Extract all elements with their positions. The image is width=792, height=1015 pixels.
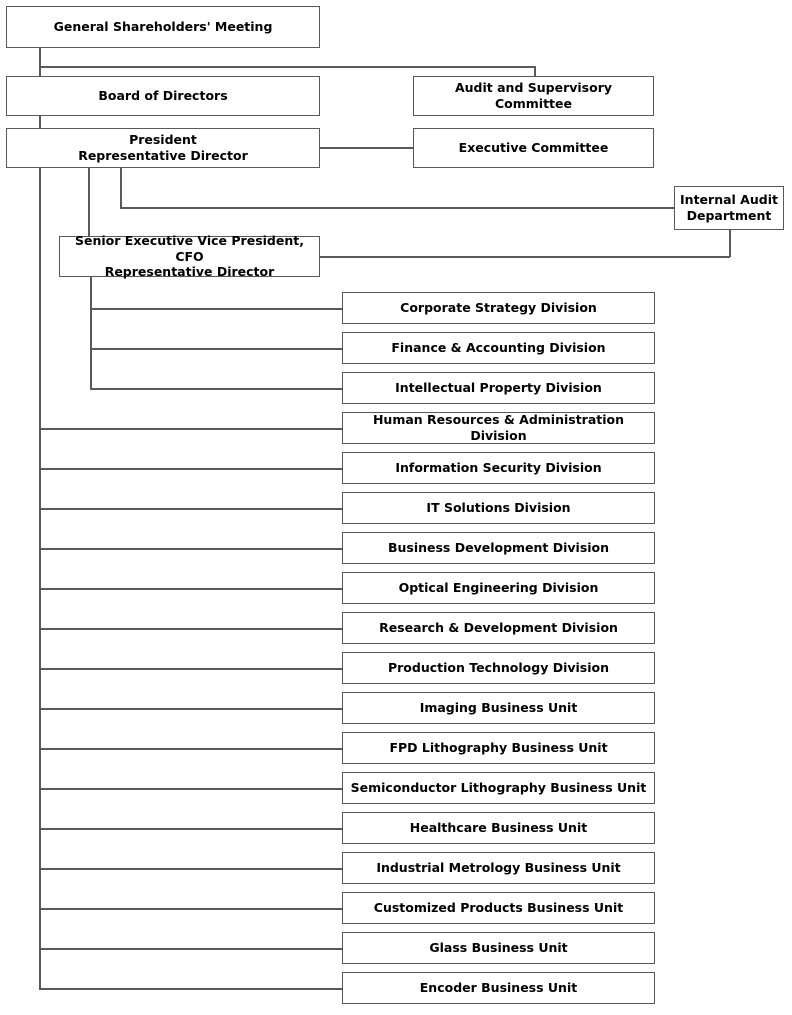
org-node-imaging-business-unit[interactable]: Imaging Business Unit	[342, 692, 655, 724]
org-node-label: Human Resources & Administration Divisio…	[372, 412, 625, 443]
connector-president-to-internal-audit-horizontal	[120, 207, 674, 209]
org-node-president-representative-director[interactable]: President Representative Director	[6, 128, 320, 168]
org-node-label: Business Development Division	[387, 540, 610, 556]
org-node-research-development-division[interactable]: Research & Development Division	[342, 612, 655, 644]
org-node-label: Audit and Supervisory Committee	[454, 80, 613, 111]
org-node-human-resources-administration-division[interactable]: Human Resources & Administration Divisio…	[342, 412, 655, 444]
org-node-label: Optical Engineering Division	[398, 580, 599, 596]
connector-president-to-internal-audit-drop	[120, 168, 122, 208]
org-node-label: Executive Committee	[458, 140, 609, 156]
connector-cfo-branch-trunk	[90, 277, 92, 389]
org-node-optical-engineering-division[interactable]: Optical Engineering Division	[342, 572, 655, 604]
org-node-label: Senior Executive Vice President, CFO Rep…	[75, 233, 304, 280]
org-node-label: Corporate Strategy Division	[400, 300, 597, 316]
org-node-encoder-business-unit[interactable]: Encoder Business Unit	[342, 972, 655, 1004]
org-node-label: Healthcare Business Unit	[409, 820, 588, 836]
connector-president-to-cfo-drop	[88, 168, 90, 236]
org-node-general-shareholders-meeting[interactable]: General Shareholders' Meeting	[6, 6, 320, 48]
connector-cfo-to-corporate-strategy	[90, 308, 342, 310]
org-node-label: Finance & Accounting Division	[391, 340, 606, 356]
connector-internal-audit-down	[729, 230, 731, 257]
org-node-industrial-metrology-business-unit[interactable]: Industrial Metrology Business Unit	[342, 852, 655, 884]
org-node-label: Internal Audit Department	[680, 192, 778, 223]
org-node-label: Customized Products Business Unit	[373, 900, 624, 916]
org-node-customized-products-business-unit[interactable]: Customized Products Business Unit	[342, 892, 655, 924]
org-node-board-of-directors[interactable]: Board of Directors	[6, 76, 320, 116]
org-node-finance-accounting-division[interactable]: Finance & Accounting Division	[342, 332, 655, 364]
connector-internal-audit-to-cfo-horizontal	[320, 256, 730, 258]
org-node-glass-business-unit[interactable]: Glass Business Unit	[342, 932, 655, 964]
org-node-executive-committee[interactable]: Executive Committee	[413, 128, 654, 168]
org-node-label: Intellectual Property Division	[395, 380, 602, 396]
connector-trunk-to-encoder	[39, 988, 342, 990]
connector-board-to-president-drop	[39, 116, 41, 128]
org-node-label: Semiconductor Lithography Business Unit	[350, 780, 647, 796]
org-node-label: Board of Directors	[98, 88, 228, 104]
connector-trunk-to-human-resources	[39, 428, 342, 430]
org-node-information-security-division[interactable]: Information Security Division	[342, 452, 655, 484]
org-node-label: Information Security Division	[395, 460, 602, 476]
connector-trunk-to-production-technology	[39, 668, 342, 670]
org-node-audit-and-supervisory-committee[interactable]: Audit and Supervisory Committee	[413, 76, 654, 116]
org-node-corporate-strategy-division[interactable]: Corporate Strategy Division	[342, 292, 655, 324]
org-node-production-technology-division[interactable]: Production Technology Division	[342, 652, 655, 684]
org-node-internal-audit-department[interactable]: Internal Audit Department	[674, 186, 784, 230]
connector-gsm-to-board-drop	[39, 48, 41, 76]
org-node-label: Industrial Metrology Business Unit	[376, 860, 621, 876]
org-node-label: President Representative Director	[78, 132, 248, 163]
org-node-it-solutions-division[interactable]: IT Solutions Division	[342, 492, 655, 524]
connector-trunk-to-imaging	[39, 708, 342, 710]
org-node-semiconductor-lithography-business-unit[interactable]: Semiconductor Lithography Business Unit	[342, 772, 655, 804]
org-node-fpd-lithography-business-unit[interactable]: FPD Lithography Business Unit	[342, 732, 655, 764]
connector-audit-committee-drop	[534, 66, 536, 76]
org-node-label: Production Technology Division	[387, 660, 610, 676]
org-node-intellectual-property-division[interactable]: Intellectual Property Division	[342, 372, 655, 404]
org-node-label: IT Solutions Division	[426, 500, 571, 516]
connector-trunk-to-semiconductor-lithography	[39, 788, 342, 790]
connector-trunk-to-information-security	[39, 468, 342, 470]
org-node-label: Glass Business Unit	[429, 940, 568, 956]
connector-cfo-to-finance-accounting	[90, 348, 342, 350]
connector-trunk-to-industrial-metrology	[39, 868, 342, 870]
connector-trunk-to-optical-engineering	[39, 588, 342, 590]
org-node-label: FPD Lithography Business Unit	[389, 740, 608, 756]
connector-trunk-to-fpd-lithography	[39, 748, 342, 750]
org-node-label: Encoder Business Unit	[419, 980, 578, 996]
connector-cfo-to-intellectual-property	[90, 388, 342, 390]
connector-president-main-trunk	[39, 168, 41, 990]
org-node-business-development-division[interactable]: Business Development Division	[342, 532, 655, 564]
org-node-healthcare-business-unit[interactable]: Healthcare Business Unit	[342, 812, 655, 844]
connector-trunk-to-customized-products	[39, 908, 342, 910]
connector-trunk-to-research-development	[39, 628, 342, 630]
connector-president-to-executive-committee	[320, 147, 413, 149]
org-node-label: General Shareholders' Meeting	[53, 19, 273, 35]
connector-trunk-to-healthcare	[39, 828, 342, 830]
org-node-senior-executive-vice-president-cfo[interactable]: Senior Executive Vice President, CFO Rep…	[59, 233, 320, 280]
connector-trunk-to-glass	[39, 948, 342, 950]
org-node-label: Research & Development Division	[379, 620, 618, 636]
connector-gsm-to-audit-committee-horizontal	[39, 66, 535, 68]
org-node-label: Imaging Business Unit	[419, 700, 578, 716]
connector-trunk-to-business-development	[39, 548, 342, 550]
connector-trunk-to-it-solutions	[39, 508, 342, 510]
